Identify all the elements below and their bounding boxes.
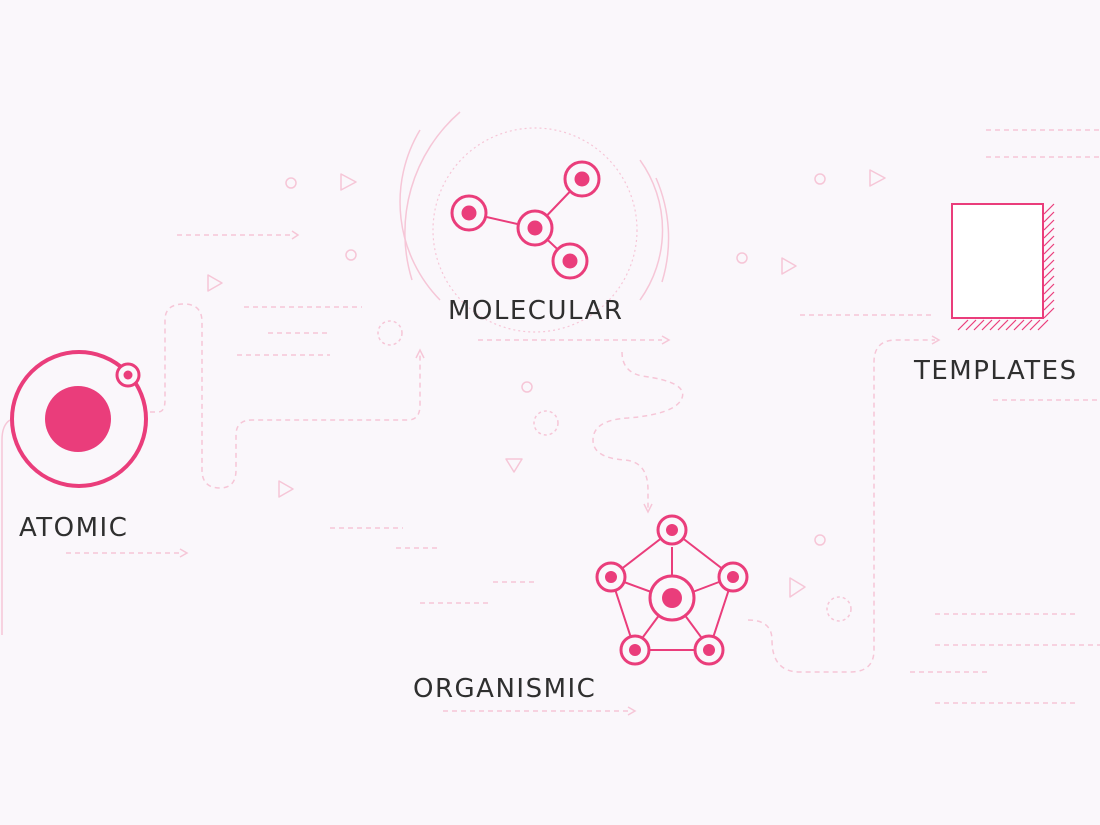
decorative-dots [285,173,852,622]
templates-label: TEMPLATES [914,356,1078,386]
decorative-triangles [207,169,886,598]
arrowheads [179,230,941,716]
decorative-lines [66,129,1100,712]
molecule-icon [399,111,670,333]
organismic-label: ORGANISMIC [413,674,597,704]
organism-network-icon [595,514,749,666]
connector-atomic-to-molecular [150,303,421,489]
atom-icon [10,350,148,488]
connector-organismic-to-templates [747,339,935,673]
atomic-label: ATOMIC [19,513,129,543]
molecular-label: MOLECULAR [448,296,624,326]
template-page-icon [951,203,1055,331]
connector-molecular-to-organismic [592,351,684,510]
